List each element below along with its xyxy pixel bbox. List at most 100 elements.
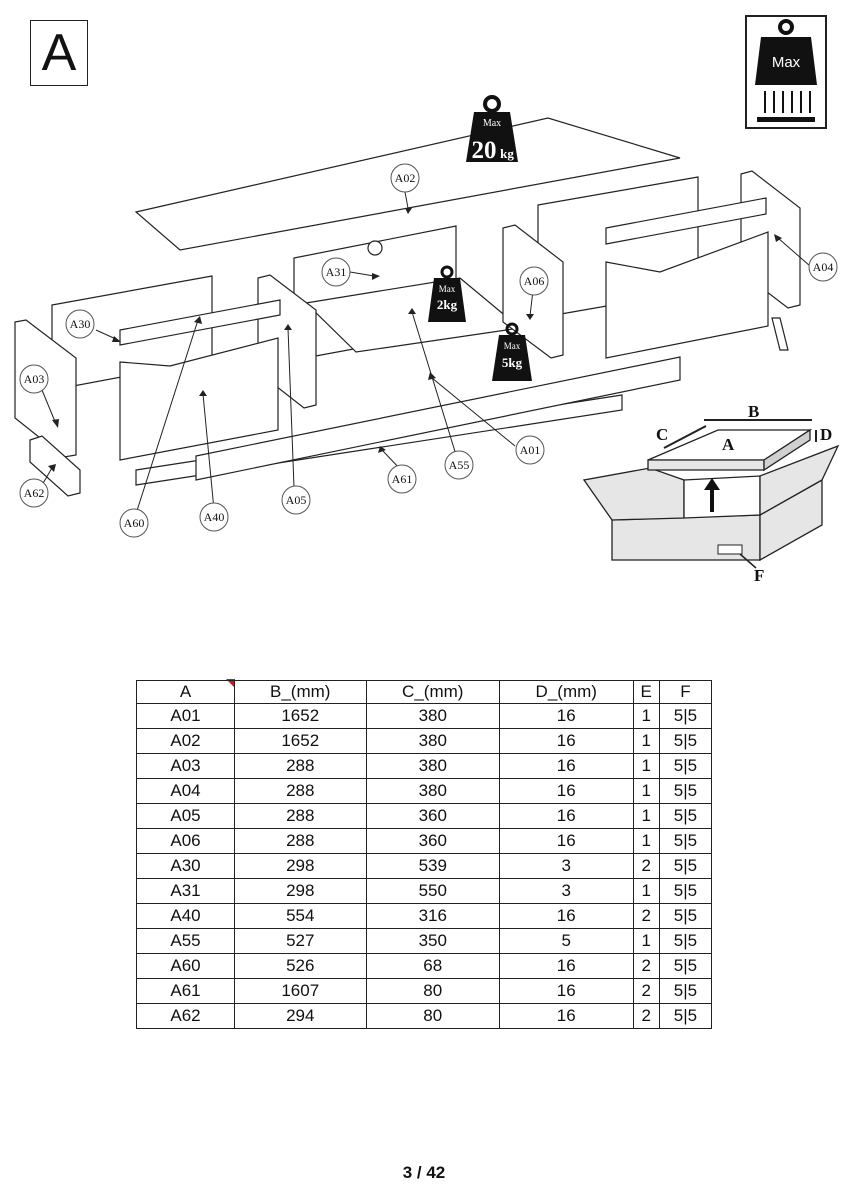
- weight-badge-drawer: Max 5kg: [492, 322, 532, 381]
- table-cell: A06: [136, 828, 235, 854]
- callout-a60: A60: [124, 516, 145, 530]
- table-header-row: A B_(mm) C_(mm) D_(mm) E F: [136, 680, 713, 704]
- table-cell: 554: [234, 903, 367, 929]
- page-number: 3 / 42: [402, 1163, 446, 1182]
- weight-badge-shelf: Max 2kg: [428, 265, 466, 322]
- col-header: C_(mm): [365, 680, 500, 704]
- table-cell: 1652: [234, 728, 367, 754]
- weight-icon: Max: [755, 19, 817, 122]
- col-header: A: [136, 680, 235, 704]
- table-cell: 16: [499, 778, 634, 804]
- drawer-front-right: [605, 231, 769, 359]
- table-cell: 5: [499, 928, 634, 954]
- table-cell: A03: [136, 753, 235, 779]
- section-label: A: [30, 20, 88, 86]
- table-cell: 5|5: [658, 853, 713, 879]
- weight-shelf-label: Max: [439, 284, 456, 294]
- weight-badge-top: Max 20 kg: [466, 95, 518, 164]
- table-cell: 2: [632, 953, 660, 979]
- weight-top-value: 20: [472, 137, 497, 164]
- table-cell: 2: [632, 1003, 660, 1029]
- table-cell: 16: [499, 953, 634, 979]
- callout-a30: A30: [70, 317, 91, 331]
- table-cell: 1: [632, 878, 660, 904]
- callout-a02: A02: [395, 171, 416, 185]
- table-cell: 527: [234, 928, 367, 954]
- col-header: E: [632, 680, 660, 704]
- table-cell: 1: [632, 703, 660, 729]
- table-cell: A61: [136, 978, 235, 1004]
- table-cell: 526: [234, 953, 367, 979]
- weight-top-label: Max: [483, 118, 501, 129]
- plinth-a61: [195, 356, 681, 481]
- table-cell: 298: [234, 878, 367, 904]
- table-cell: 5|5: [658, 928, 713, 954]
- box-label-a: A: [722, 435, 735, 454]
- table-cell: 5|5: [658, 753, 713, 779]
- section-letter: A: [41, 24, 77, 82]
- table-cell: 16: [499, 903, 634, 929]
- max-load-sign: Max: [745, 15, 827, 129]
- table-cell: 80: [365, 978, 500, 1004]
- table-cell: 1: [632, 803, 660, 829]
- max-sign-label: Max: [772, 54, 801, 71]
- table-cell: 5|5: [658, 1003, 713, 1029]
- table-cell: 294: [234, 1003, 367, 1029]
- table-cell: 5|5: [658, 828, 713, 854]
- table-cell: 5|5: [658, 703, 713, 729]
- table-cell: A02: [136, 728, 235, 754]
- table-cell: 1607: [234, 978, 367, 1004]
- table-cell: 16: [499, 803, 634, 829]
- table-cell: A31: [136, 878, 235, 904]
- table-cell: 539: [365, 853, 500, 879]
- table-cell: A60: [136, 953, 235, 979]
- callout-a04: A04: [813, 260, 834, 274]
- weight-top-unit: kg: [500, 146, 514, 161]
- table-cell: 288: [234, 828, 367, 854]
- table-cell: 5|5: [658, 978, 713, 1004]
- cable-hole-icon: [367, 240, 383, 256]
- table-cell: A04: [136, 778, 235, 804]
- drawer-front-left: [119, 337, 279, 461]
- table-cell: 5|5: [658, 903, 713, 929]
- callout-a62: A62: [24, 486, 45, 500]
- table-cell: 68: [365, 953, 500, 979]
- table-cell: 360: [365, 828, 500, 854]
- connector-strip: [771, 317, 789, 351]
- table-cell: 316: [365, 903, 500, 929]
- table-cell: 1: [632, 778, 660, 804]
- table-cell: 550: [365, 878, 500, 904]
- callout-a55: A55: [449, 458, 470, 472]
- side-panel-a03: [14, 319, 77, 458]
- table-cell: 16: [499, 703, 634, 729]
- table-cell: 16: [499, 728, 634, 754]
- box-label-d: D: [820, 425, 832, 444]
- table-cell: 5|5: [658, 878, 713, 904]
- table-cell: A62: [136, 1003, 235, 1029]
- table-cell: 360: [365, 803, 500, 829]
- callout-a06: A06: [524, 274, 545, 288]
- table-cell: 288: [234, 803, 367, 829]
- callout-a01: A01: [520, 443, 541, 457]
- package-diagram: B C A D F: [582, 402, 840, 585]
- table-cell: 380: [365, 778, 500, 804]
- table-cell: 350: [365, 928, 500, 954]
- weight-shelf-value: 2kg: [437, 297, 458, 312]
- table-cell: 5|5: [658, 778, 713, 804]
- callout-a03: A03: [24, 372, 45, 386]
- table-cell: 3: [499, 853, 634, 879]
- table-cell: 16: [499, 753, 634, 779]
- col-header: D_(mm): [499, 680, 634, 704]
- table-cell: 288: [234, 753, 367, 779]
- table-cell: 5|5: [658, 728, 713, 754]
- table-cell: 1: [632, 928, 660, 954]
